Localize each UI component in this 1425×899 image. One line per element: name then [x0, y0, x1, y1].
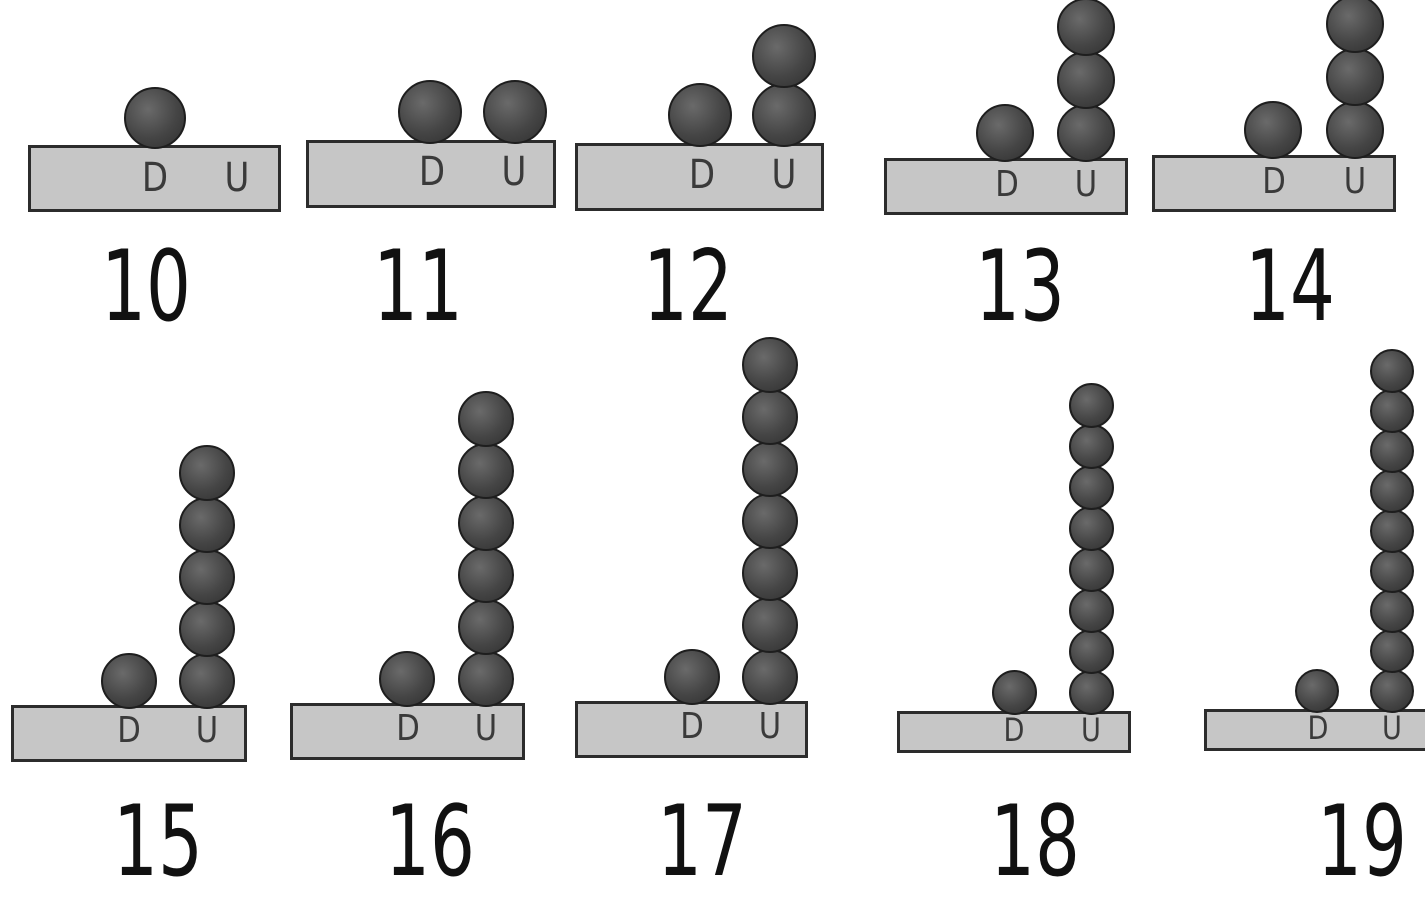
tens-column-label: D [396, 711, 420, 747]
units-column-label: U [196, 713, 218, 749]
tens-bead [992, 670, 1037, 715]
units-column-label: U [502, 152, 527, 192]
units-bead [458, 495, 514, 551]
units-bead [1370, 589, 1414, 633]
units-column-label: U [772, 155, 797, 195]
number-label-12: 12 [643, 238, 733, 336]
units-bead [1057, 51, 1115, 109]
tens-bead [398, 80, 462, 144]
units-bead [752, 24, 816, 88]
units-column-label: U [475, 711, 497, 747]
units-bead [1370, 629, 1414, 673]
units-bead [458, 651, 514, 707]
units-bead [458, 547, 514, 603]
units-bead [752, 83, 816, 147]
tens-column-label: D [142, 158, 168, 198]
units-bead [1370, 509, 1414, 553]
units-column-label: U [1382, 712, 1402, 744]
tens-bead [124, 87, 186, 149]
tens-column-label: D [680, 709, 704, 745]
units-bead [1370, 349, 1414, 393]
number-label-13: 13 [975, 238, 1065, 336]
tens-bead [101, 653, 157, 709]
units-bead [1326, 101, 1384, 159]
units-bead [1069, 465, 1114, 510]
units-column-label: U [1075, 167, 1097, 203]
units-bead [1069, 424, 1114, 469]
units-bead [179, 497, 235, 553]
units-bead [742, 441, 798, 497]
tens-column-label: D [1308, 712, 1329, 744]
number-label-19: 19 [1317, 793, 1407, 891]
tens-column-label: D [1004, 714, 1025, 746]
units-bead [458, 391, 514, 447]
tens-column-label: D [995, 167, 1019, 203]
units-bead [1057, 104, 1115, 162]
number-label-17: 17 [657, 793, 747, 891]
tens-bead [664, 649, 720, 705]
tens-bead [668, 83, 732, 147]
units-column-label: U [225, 158, 250, 198]
units-bead [179, 445, 235, 501]
tens-bead [1295, 669, 1339, 713]
units-bead [483, 80, 547, 144]
units-bead [1370, 469, 1414, 513]
tens-column-label: D [117, 713, 141, 749]
tens-bead [379, 651, 435, 707]
units-bead [1370, 669, 1414, 713]
units-bead [1069, 383, 1114, 428]
units-bead [742, 597, 798, 653]
number-label-10: 10 [101, 238, 191, 336]
units-bead [458, 443, 514, 499]
tens-column-label: D [689, 155, 715, 195]
units-column-label: U [1081, 714, 1101, 746]
units-bead [742, 389, 798, 445]
units-bead [1069, 547, 1114, 592]
units-bead [742, 493, 798, 549]
units-bead [179, 653, 235, 709]
units-column-label: U [1344, 164, 1366, 200]
units-bead [742, 649, 798, 705]
units-bead [1069, 588, 1114, 633]
units-bead [1069, 670, 1114, 715]
units-bead [1326, 0, 1384, 53]
tens-bead [976, 104, 1034, 162]
number-label-14: 14 [1245, 238, 1335, 336]
number-label-11: 11 [373, 238, 463, 336]
units-bead [179, 601, 235, 657]
units-bead [1370, 389, 1414, 433]
tens-column-label: D [1262, 164, 1286, 200]
number-label-16: 16 [385, 793, 475, 891]
units-bead [179, 549, 235, 605]
units-bead [1069, 506, 1114, 551]
tens-column-label: D [419, 152, 445, 192]
units-bead [1069, 629, 1114, 674]
units-column-label: U [759, 709, 781, 745]
units-bead [1370, 549, 1414, 593]
units-bead [742, 545, 798, 601]
units-bead [742, 337, 798, 393]
units-bead [1370, 429, 1414, 473]
units-bead [1326, 48, 1384, 106]
units-bead [1057, 0, 1115, 56]
number-label-18: 18 [990, 793, 1080, 891]
tens-bead [1244, 101, 1302, 159]
number-label-15: 15 [113, 793, 203, 891]
units-bead [458, 599, 514, 655]
